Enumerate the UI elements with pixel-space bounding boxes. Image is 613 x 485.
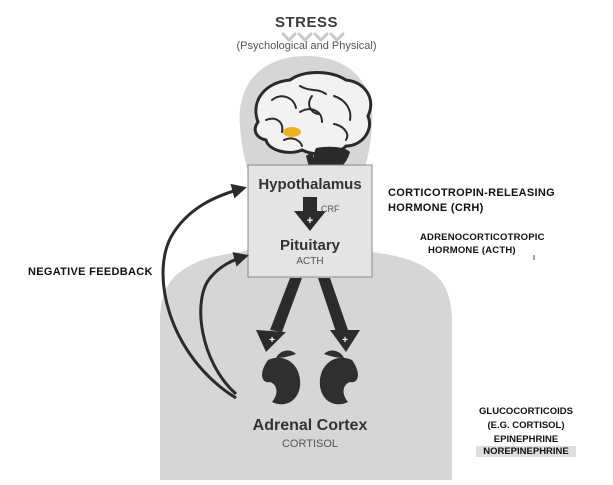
acth-arrow-left: + (256, 278, 302, 352)
left-kidney-icon (262, 350, 301, 405)
acth-full-label-line1: ADRENOCORTICOTROPIC (420, 232, 545, 243)
adrenal-cortex-label: Adrenal Cortex (252, 417, 368, 434)
hypothalamus-label: Hypothalamus (258, 176, 362, 193)
stress-subtitle: (Psychological and Physical) (236, 40, 377, 52)
positive-sign: + (307, 215, 313, 227)
stress-chevrons (281, 32, 345, 43)
positive-sign: + (342, 335, 348, 346)
acth-arrow-right: + (318, 278, 360, 352)
negative-feedback-label: NEGATIVE FEEDBACK (28, 266, 153, 278)
acth-label: ACTH (296, 256, 324, 267)
feedback-arrow-to-pituitary (199, 252, 249, 396)
glucocorticoids-line1: GLUCOCORTICOIDS (479, 406, 573, 417)
crf-label: CRF (321, 204, 340, 214)
glucocorticoids-line3: EPINEPHRINE (493, 434, 559, 445)
feedback-arrow-to-hypothalamus (161, 183, 247, 400)
crh-label-line1: CORTICOTROPIN-RELEASING (388, 187, 556, 199)
positive-sign: + (269, 335, 275, 346)
glucocorticoids-line4: NOREPINEPHRINE (476, 446, 576, 457)
cortisol-label: CORTISOL (281, 438, 339, 450)
acth-full-label-line2: HORMONE (ACTH) (428, 245, 516, 256)
crf-down-arrow: + (294, 197, 326, 231)
crh-label-line2: HORMONE (CRH) (388, 202, 484, 214)
right-kidney-icon (319, 350, 358, 405)
pituitary-label: Pituitary (279, 237, 340, 254)
stress-title: STRESS (274, 14, 338, 31)
glucocorticoids-line2: (E.G. CORTISOL) (487, 420, 565, 431)
